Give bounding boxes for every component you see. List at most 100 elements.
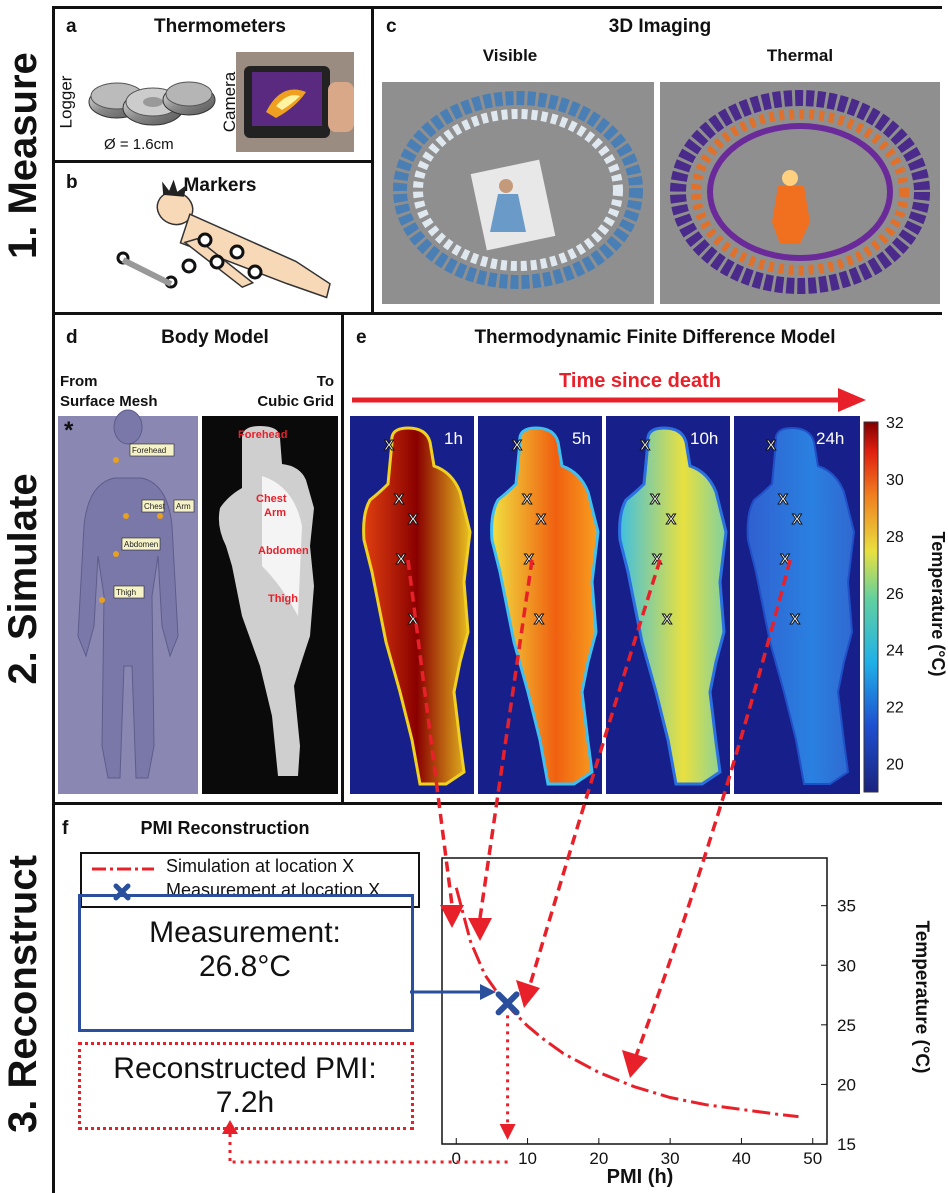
mesh-tag-forehead: Forehead xyxy=(132,446,166,455)
marker-1h-abdomen: X xyxy=(396,551,406,568)
heatmap-panels: 1h 5h 10h 24h X X X X X X X X X X X X X … xyxy=(350,416,860,794)
marker-24h-forehead: X xyxy=(766,437,776,454)
x-tick-label-40: 40 xyxy=(732,1149,751,1168)
panel-e-title: Thermodynamic Finite Difference Model xyxy=(474,327,836,348)
marker-1h-thigh: X xyxy=(408,611,418,628)
measurement-box xyxy=(78,894,414,1032)
mesh-tag-thigh: Thigh xyxy=(116,588,136,597)
visible-label: Visible xyxy=(482,46,538,65)
colorbar-tick-20: 20 xyxy=(886,757,904,774)
surface-mesh-image: Forehead Chest Arm Abdomen Thigh * xyxy=(58,409,198,794)
heatmap-24h xyxy=(734,416,860,794)
panel-a-letter: a xyxy=(66,16,77,37)
f-ylabel: Temperature (°C) xyxy=(911,920,932,1074)
logger-image xyxy=(88,81,216,126)
frame-top xyxy=(52,6,942,9)
panel-e-letter: e xyxy=(356,327,367,348)
panel-d-title: Body Model xyxy=(161,327,269,348)
row1-divider xyxy=(52,312,942,315)
marker-24h-arm: X xyxy=(792,511,802,528)
x-tick-label-0: 0 xyxy=(452,1149,461,1168)
panel-b-letter: b xyxy=(66,172,78,193)
thermal-label: Thermal xyxy=(766,46,834,65)
y-tick-label-15: 15 xyxy=(837,1135,856,1154)
from-label-1: From xyxy=(60,373,98,390)
pmi-line2: 7.2h xyxy=(215,1086,275,1119)
y-tick-label-30: 30 xyxy=(837,956,856,975)
marker-10h-thigh: X xyxy=(662,611,672,628)
heatmap-1h xyxy=(350,416,474,794)
heatmap-5h xyxy=(478,416,602,794)
x-tick-label-30: 30 xyxy=(661,1149,680,1168)
mesh-tag-abdomen: Abdomen xyxy=(124,540,158,549)
to-label-2: Cubic Grid xyxy=(257,393,334,410)
from-label-2: Surface Mesh xyxy=(60,393,158,410)
time-label-5h: 5h xyxy=(572,429,591,448)
mesh-tag-chest: Chest xyxy=(144,502,166,511)
marker-24h-chest: X xyxy=(778,491,788,508)
measurement-line2: 26.8°C xyxy=(198,950,292,983)
marker-1h-chest: X xyxy=(394,491,404,508)
body-markers-illustration xyxy=(116,179,331,299)
to-label-1: To xyxy=(316,373,334,390)
pmi-box xyxy=(78,1042,414,1130)
marker-5h-thigh: X xyxy=(534,611,544,628)
grid-label-arm: Arm xyxy=(264,507,286,519)
marker-10h-chest: X xyxy=(650,491,660,508)
marker-10h-arm: X xyxy=(666,511,676,528)
grid-label-abdomen: Abdomen xyxy=(258,545,309,557)
marker-10h-abdomen: X xyxy=(652,551,662,568)
thermal-camera-image xyxy=(236,52,354,152)
thermal-3d-scan xyxy=(660,82,940,304)
colorbar-tick-28: 28 xyxy=(886,529,904,546)
time-label-1h: 1h xyxy=(444,429,463,448)
simulation-series-line xyxy=(454,887,799,1119)
panel-a-title: Thermometers xyxy=(154,16,286,37)
ab-divider xyxy=(52,160,372,163)
mesh-tag-arm: Arm xyxy=(176,502,191,511)
time-label-10h: 10h xyxy=(690,429,718,448)
marker-1h-forehead: X xyxy=(384,437,394,454)
panel-c-title: 3D Imaging xyxy=(608,16,712,37)
marker-10h-forehead: X xyxy=(640,437,650,454)
marker-24h-abdomen: X xyxy=(780,551,790,568)
colorbar-tick-22: 22 xyxy=(886,700,904,717)
panel-b-title: Markers xyxy=(183,175,257,196)
diameter-label: Ø = 1.6cm xyxy=(104,136,174,153)
de-divider xyxy=(341,312,344,804)
asterisk: * xyxy=(64,417,74,444)
marker-5h-chest: X xyxy=(522,491,532,508)
x-tick-label-10: 10 xyxy=(518,1149,537,1168)
time-since-death-label: Time since death xyxy=(559,370,721,392)
legend-sim-label: Simulation at location X xyxy=(166,856,355,876)
measurement-line1: Measurement: xyxy=(149,916,341,949)
panel-d-letter: d xyxy=(66,327,78,348)
frame-left xyxy=(52,6,55,1193)
visible-3d-scan xyxy=(382,82,654,304)
x-tick-label-50: 50 xyxy=(803,1149,822,1168)
y-tick-label-35: 35 xyxy=(837,897,856,916)
colorbar-tick-32: 32 xyxy=(886,415,904,432)
marker-1h-arm: X xyxy=(408,511,418,528)
y-tick-label-25: 25 xyxy=(837,1016,856,1035)
colorbar-tick-26: 26 xyxy=(886,586,904,603)
panel-f-letter: f xyxy=(62,818,69,839)
time-arrow xyxy=(352,388,866,412)
y-tick-label-20: 20 xyxy=(837,1075,856,1094)
x-tick-label-20: 20 xyxy=(589,1149,608,1168)
heatmap-10h xyxy=(606,416,730,794)
f-xlabel: PMI (h) xyxy=(606,1166,674,1188)
panel-f-title: PMI Reconstruction xyxy=(140,818,310,838)
grid-label-chest: Chest xyxy=(256,493,287,505)
marker-24h-thigh: X xyxy=(790,611,800,628)
marker-5h-abdomen: X xyxy=(524,551,534,568)
colorbar-tick-30: 30 xyxy=(886,472,904,489)
measurement-point xyxy=(495,991,520,1016)
ac-divider xyxy=(371,6,374,314)
cubic-grid-image: Forehead Chest Arm Abdomen Thigh xyxy=(202,416,338,794)
pmi-line1: Reconstructed PMI: xyxy=(113,1052,377,1085)
marker-5h-forehead: X xyxy=(512,437,522,454)
grid-label-forehead: Forehead xyxy=(238,429,288,441)
